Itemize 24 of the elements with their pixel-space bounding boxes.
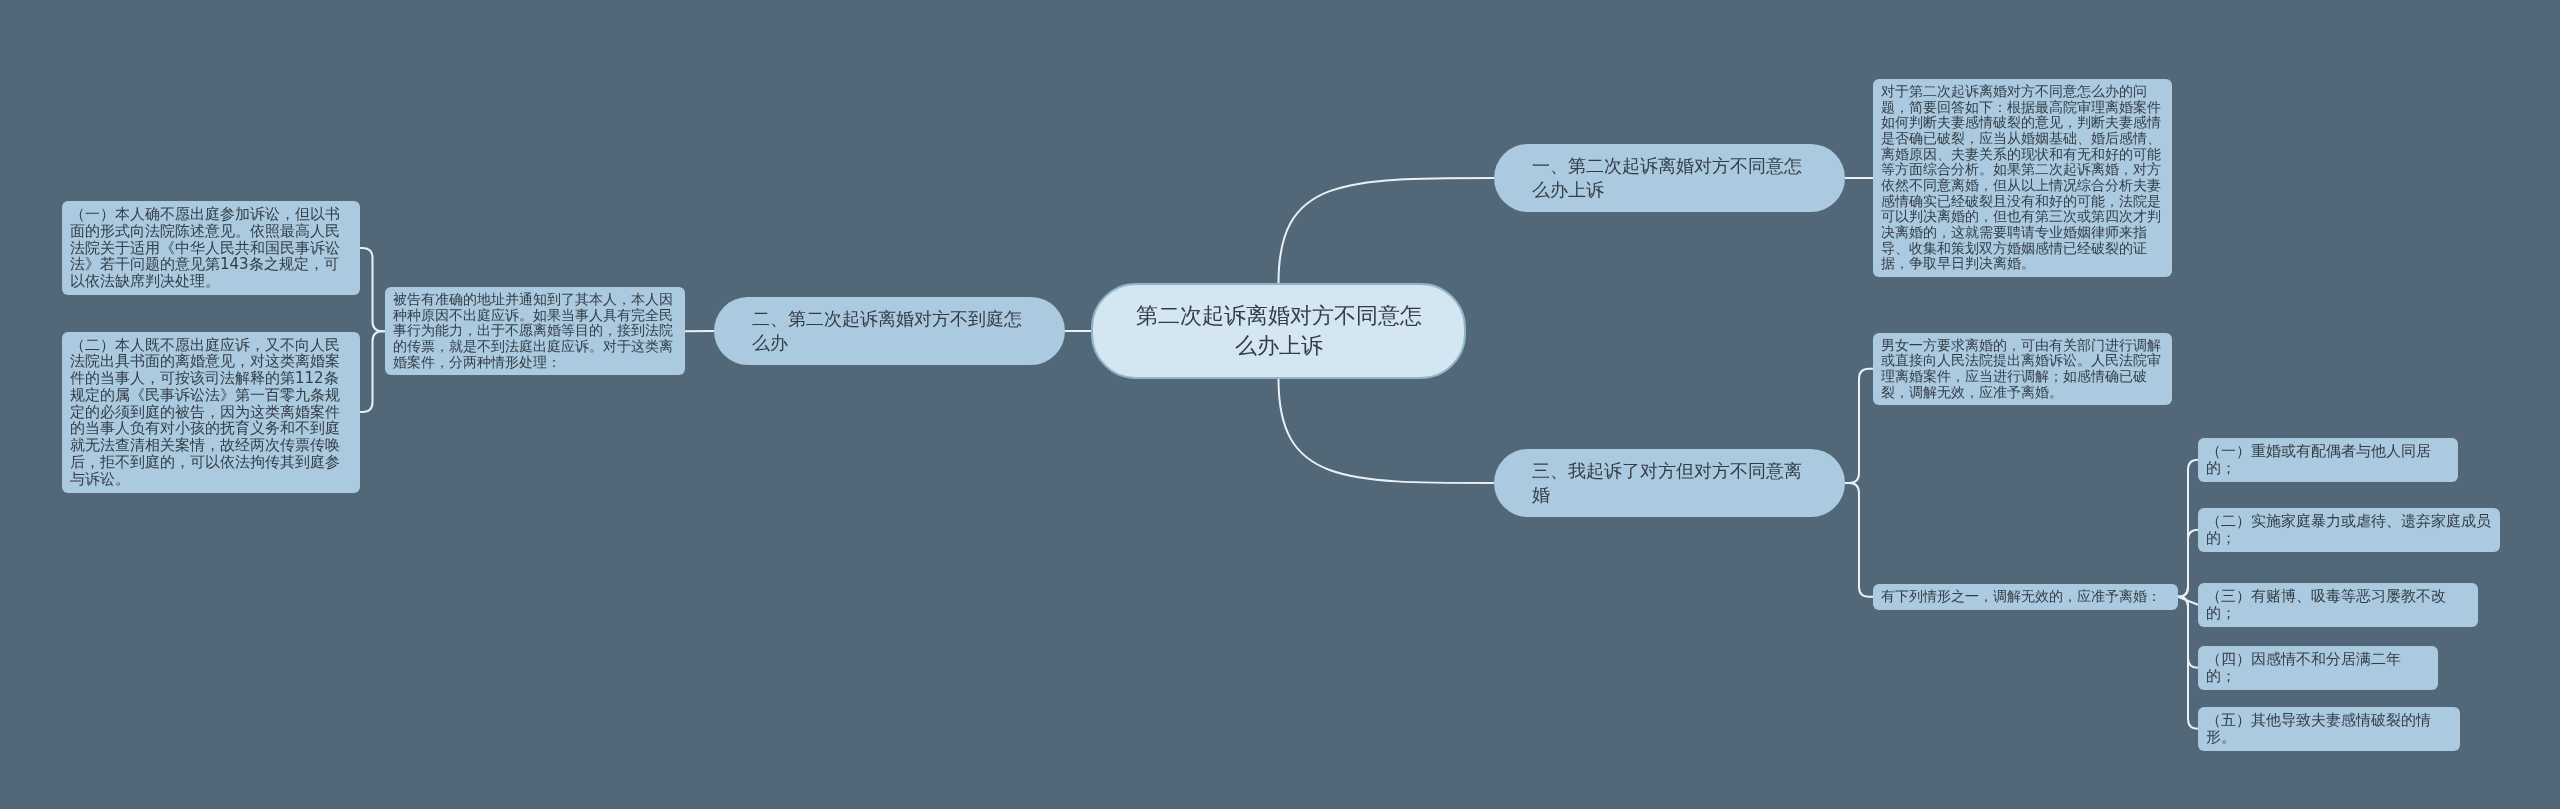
topic-text: （一）本人确不愿出庭参加诉讼，但以书面的形式向法院陈述意见。依照最高人民法院关于适用《中华人民共和国民事诉讼法》若干问题的意见第143条之规定，可以依法缺席判决处理。: [70, 206, 341, 290]
topic-text: （一）重婚或有配偶者与他人同居的；: [2206, 443, 2432, 477]
topic-text: （四）因感情不和分居满二年的；: [2206, 651, 2402, 685]
topic-text: 男女一方要求离婚的，可由有关部门进行调解或直接向人民法院提出离婚诉讼。人民法院审理离婚案件，应当进行调解；如感情确已破裂，调解无效，应准予离婚。: [1881, 337, 2162, 401]
topic-text: 二、第二次起诉离婚对方不到庭怎么办: [752, 307, 1023, 355]
connector-line: [2177, 595, 2199, 730]
connector-line: [1277, 177, 1495, 284]
connector-line: [2177, 595, 2199, 606]
topic-text: 一、第二次起诉离婚对方不同意怎么办上诉: [1532, 154, 1803, 202]
topic-text: 有下列情形之一，调解无效的，应准予离婚：: [1881, 589, 2162, 605]
connector-line: [1277, 378, 1495, 484]
topic-text: （五）其他导致夫妻感情破裂的情形。: [2206, 712, 2432, 746]
topic-text: （二）实施家庭暴力或虐待、遗弃家庭成员的；: [2206, 513, 2492, 547]
topic-text: （二）本人既不愿出庭应诉，又不向人民法院出具书面的离婚意见，对这类离婚案件的当事人，可按该司法解释的第112条规定的属《民事诉讼法》第一百零九条规定的必须到庭的被告，因为这类离婚案件的当事人负有对小孩的抚育义务和不到庭就无法查清相关案情，故经两次传票传唤后，拒不到庭的，可以依法拘传其到庭参与诉讼。: [70, 336, 341, 488]
connector-line: [1064, 330, 1092, 332]
connector-line: [1844, 177, 1874, 180]
topic-text: （三）有赌博、吸毒等恶习屡教不改的；: [2206, 588, 2447, 622]
connector-line: [359, 330, 386, 414]
topic-text: 被告有准确的地址并通知到了其本人，本人因种种原因不出庭应诉。如果当事人具有完全民事行为能力，出于不愿离婚等目的，接到法院的传票，就是不到法庭出庭应诉。对于这类离婚案件，分两种情形处理：: [393, 292, 674, 371]
topic-text: 对于第二次起诉离婚对方不同意怎么办的问题，简要回答如下：根据最高院审理离婚案件如何判断夫妻感情破裂的意见，判断夫妻感情是否确已破裂，应当从婚姻基础、婚后感情、离婚原因、夫妻关系的现状和有无和好的可能等方面综合分析。如果第二次起诉离婚，对方依然不同意离婚，但从以上情况综合分析夫妻感情确实已经破裂且没有和好的可能，法院是可以判决离婚的，但也有第三次或第四次才判决离婚的，这就需要聘请专业婚姻律师来指导、收集和策划双方婚姻感情已经破裂的证据，争取早日判决离婚。: [1881, 84, 2162, 273]
topic-text: 第二次起诉离婚对方不同意怎么办上诉: [1134, 302, 1423, 360]
connector-line: [2177, 528, 2199, 598]
topic-text: 三、我起诉了对方但对方不同意离婚: [1532, 459, 1803, 507]
connector-line: [684, 330, 715, 333]
